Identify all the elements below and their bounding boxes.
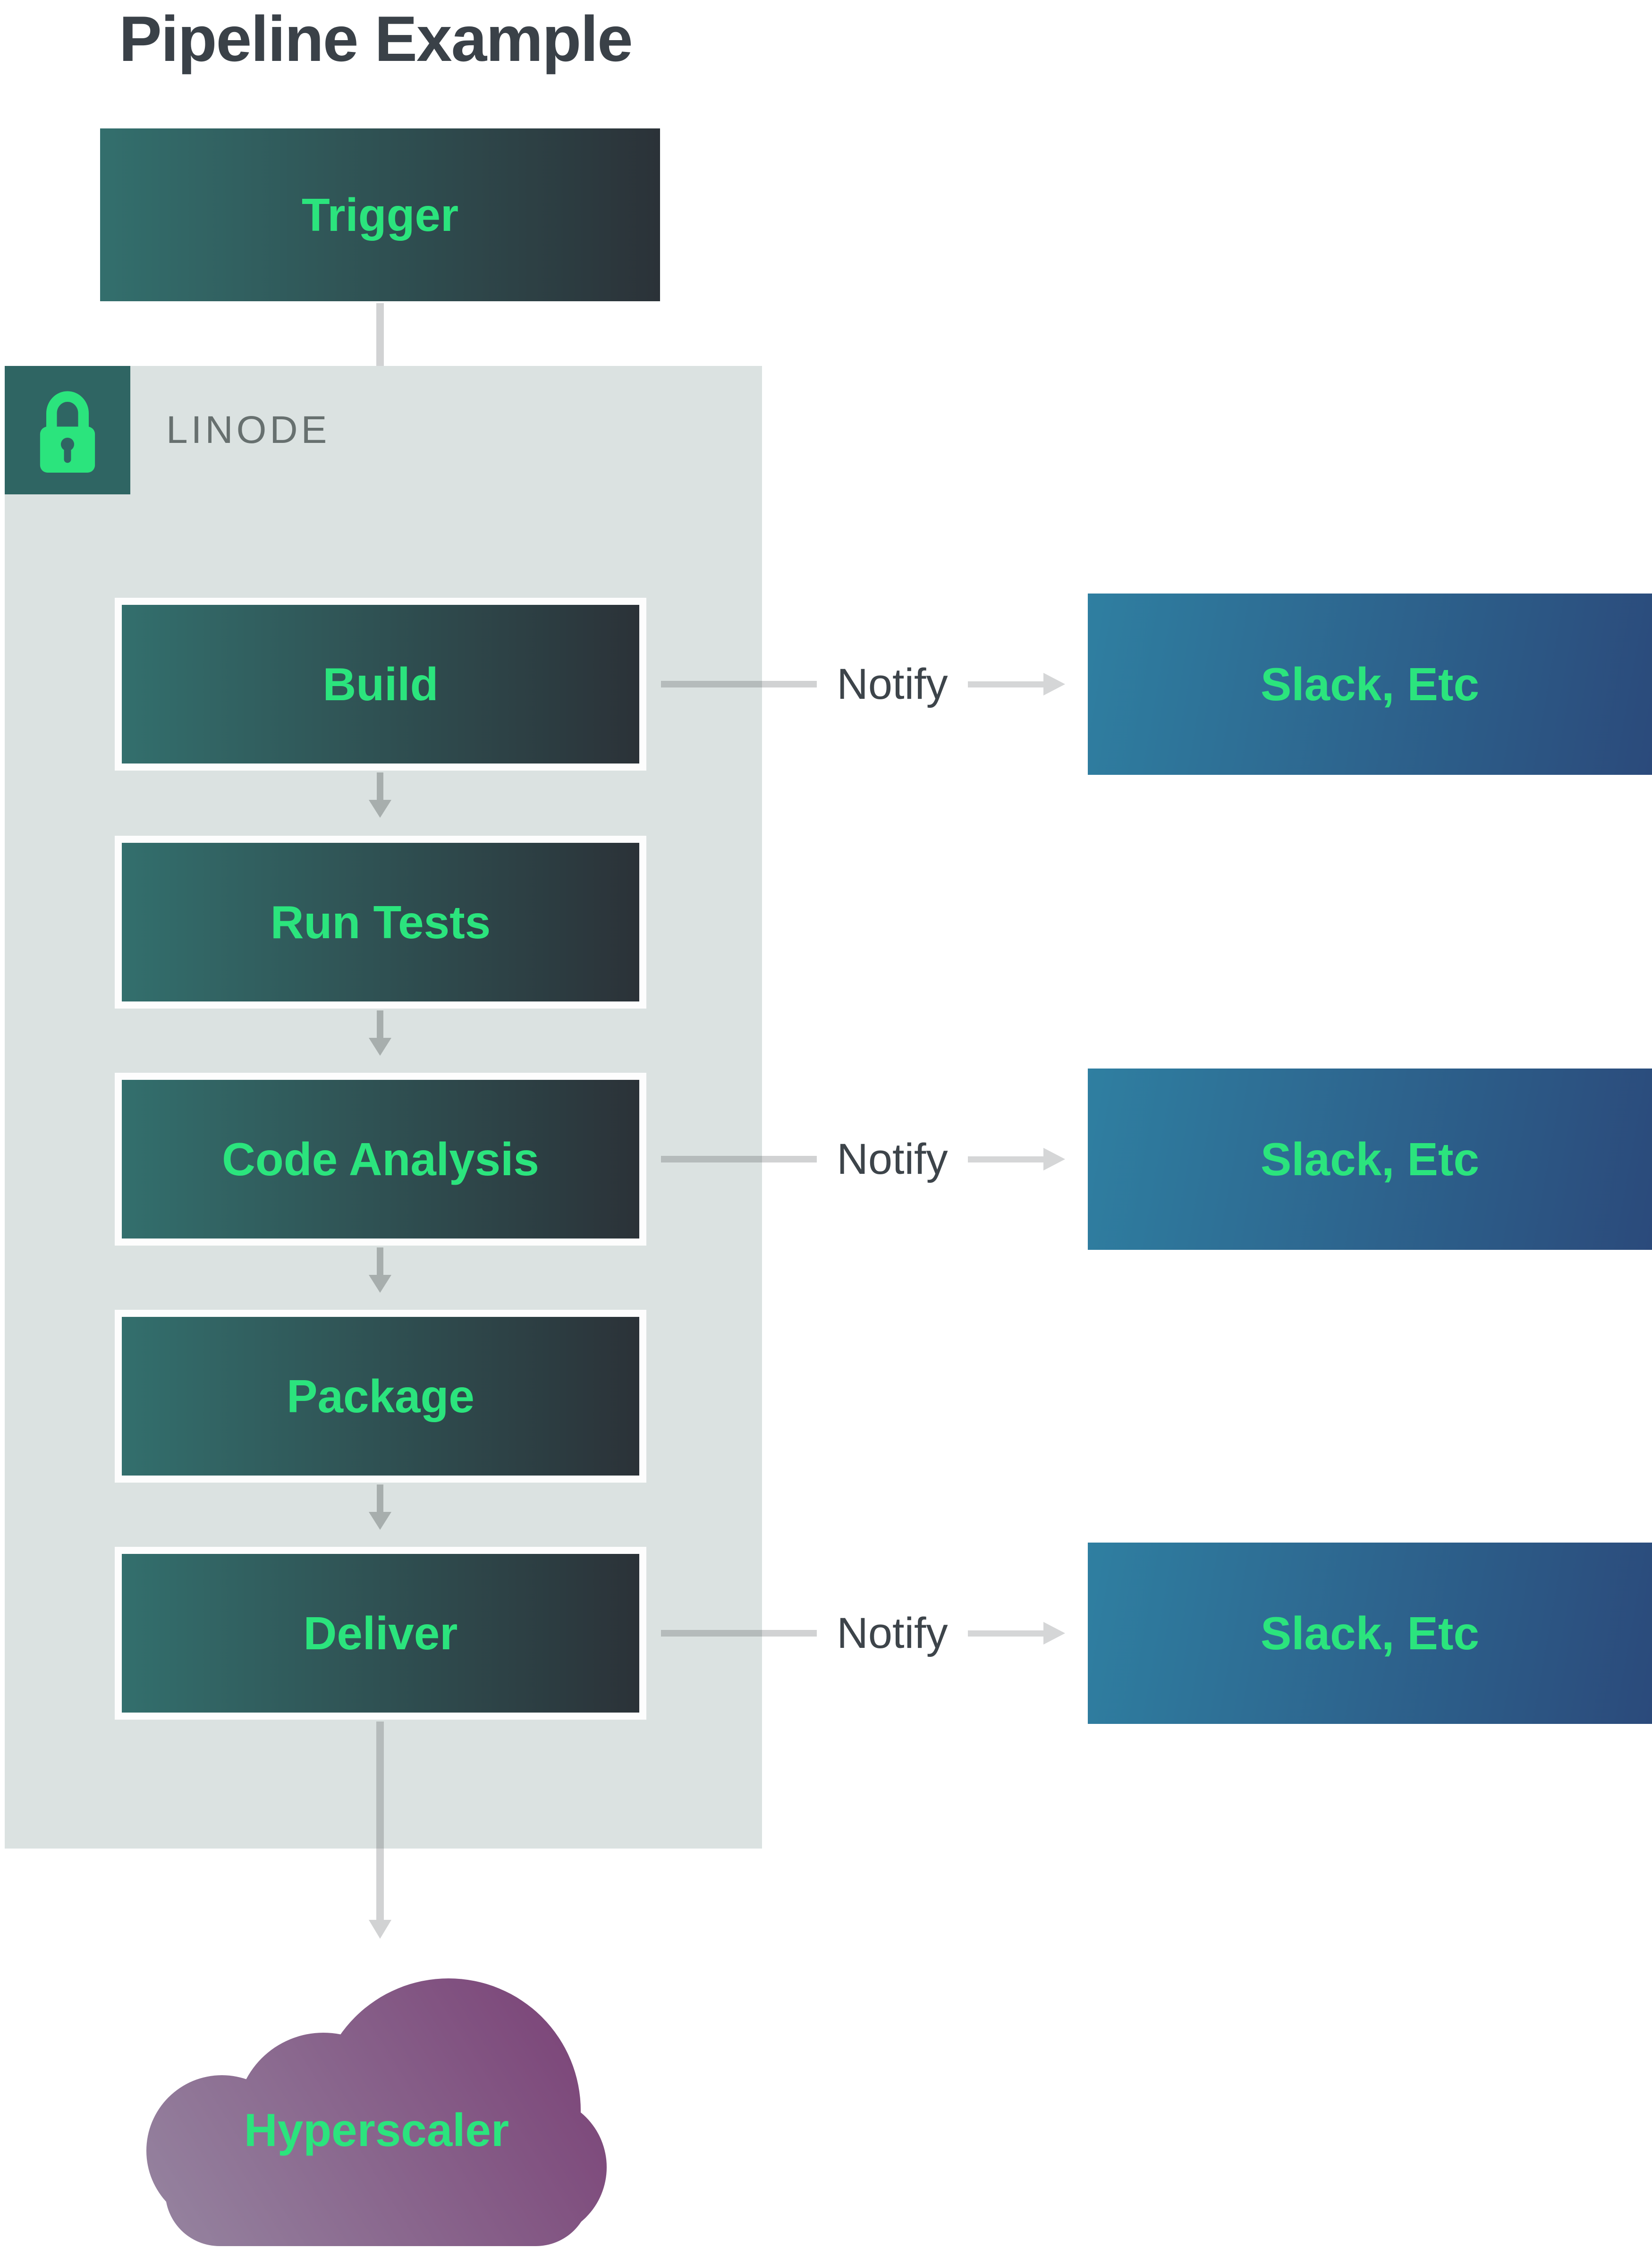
stage-label: Package	[287, 1370, 474, 1422]
notify-arrow-code-analysis-head	[1043, 1148, 1065, 1171]
arrow-code-analysis-to-package-head	[369, 1275, 391, 1293]
lock-badge	[5, 366, 130, 494]
stage-node-build-surface: Build	[122, 605, 639, 763]
notify-target-node-build: Slack, Etc	[1088, 594, 1652, 775]
notify-target-label: Slack, Etc	[1260, 658, 1480, 710]
arrow-run-tests-to-code-analysis-stem	[377, 1010, 383, 1038]
stage-label: Run Tests	[270, 896, 491, 948]
notify-target-node-deliver: Slack, Etc	[1088, 1543, 1652, 1724]
notify-arrow-build-head	[1043, 673, 1065, 696]
notify-label: Notify	[837, 1135, 948, 1183]
arrow-build-to-run-tests-stem	[377, 772, 383, 800]
stage-node-deliver: Deliver	[115, 1547, 646, 1720]
stage-node-deliver-surface: Deliver	[122, 1554, 639, 1713]
notify-arrow-deliver-stem	[968, 1630, 1043, 1637]
arrow-deliver-to-hyperscaler-stem	[376, 1722, 384, 1920]
stage-node-package-surface: Package	[122, 1317, 639, 1476]
trigger-label: Trigger	[301, 188, 459, 241]
page-title: Pipeline Example	[119, 3, 633, 75]
stage-node-package: Package	[115, 1310, 646, 1483]
hyperscaler-label: Hyperscaler	[244, 2104, 509, 2156]
notify-connector-deliver	[661, 1630, 817, 1637]
arrow-run-tests-to-code-analysis-head	[369, 1038, 391, 1056]
hyperscaler-node: Hyperscaler	[144, 1957, 609, 2246]
notify-connector-build	[661, 681, 817, 687]
stage-node-code-analysis-surface: Code Analysis	[122, 1080, 639, 1239]
lock-icon	[32, 385, 103, 475]
notify-target-label: Slack, Etc	[1260, 1607, 1480, 1659]
linode-label: LINODE	[166, 408, 330, 451]
stage-node-run-tests-surface: Run Tests	[122, 843, 639, 1001]
arrow-package-to-deliver-stem	[377, 1485, 383, 1512]
cloud-icon	[144, 1978, 609, 2248]
stage-node-run-tests: Run Tests	[115, 836, 646, 1009]
arrow-package-to-deliver-head	[369, 1512, 391, 1530]
stage-label: Code Analysis	[222, 1133, 539, 1185]
arrow-code-analysis-to-package-stem	[377, 1247, 383, 1275]
notify-label: Notify	[837, 1609, 948, 1657]
stage-node-code-analysis: Code Analysis	[115, 1073, 646, 1246]
arrow-build-to-run-tests-head	[369, 800, 391, 818]
stage-node-build: Build	[115, 598, 646, 771]
notify-target-label: Slack, Etc	[1260, 1133, 1480, 1185]
notify-target-node-code-analysis: Slack, Etc	[1088, 1069, 1652, 1250]
notify-label: Notify	[837, 660, 948, 708]
notify-arrow-deliver-head	[1043, 1622, 1065, 1645]
notify-arrow-build-stem	[968, 681, 1043, 687]
arrow-deliver-to-hyperscaler-head	[369, 1920, 391, 1939]
stage-label: Build	[322, 658, 439, 710]
notify-arrow-code-analysis-stem	[968, 1156, 1043, 1162]
stage-label: Deliver	[303, 1607, 458, 1659]
trigger-node: Trigger	[100, 128, 660, 301]
notify-connector-code-analysis	[661, 1156, 817, 1162]
